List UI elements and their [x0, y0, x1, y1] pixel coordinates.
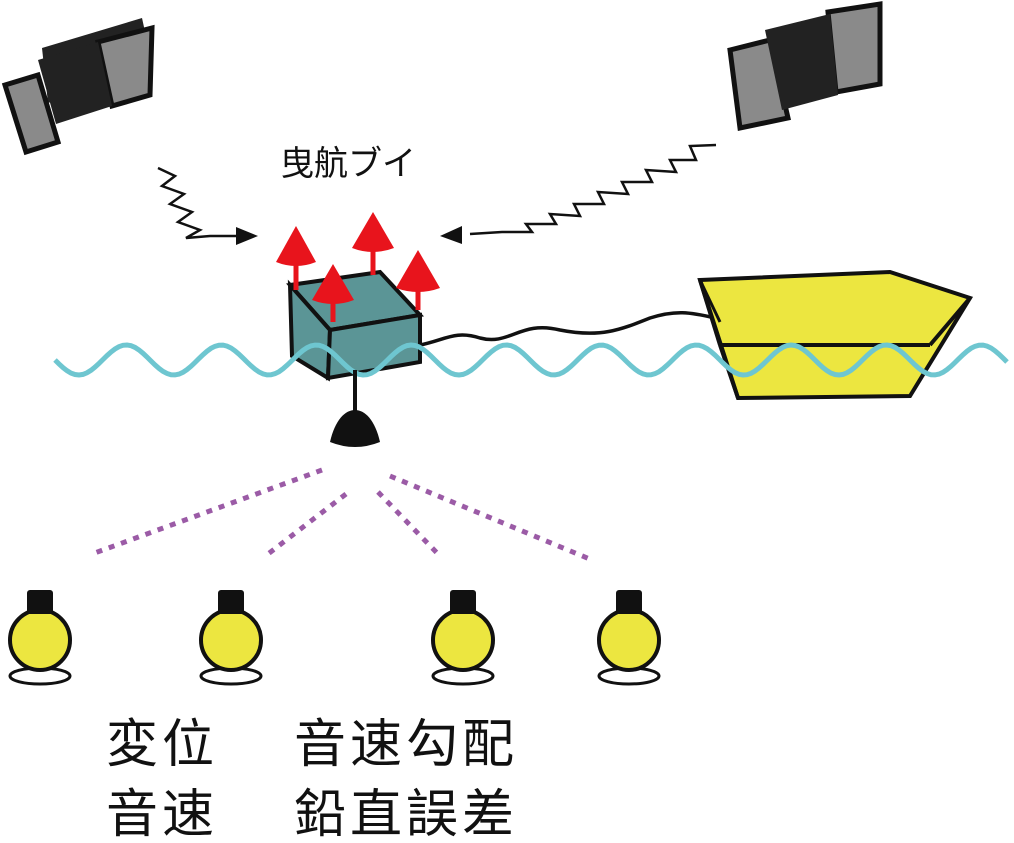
- transponder-icon: [597, 590, 661, 686]
- label-displacement: 変位: [106, 715, 218, 775]
- acoustic-path: [91, 467, 323, 557]
- left-signal-arrow: [157, 166, 258, 245]
- acoustic-path: [376, 490, 440, 556]
- acoustic-path: [266, 492, 348, 556]
- antenna-icon: [276, 226, 316, 290]
- antenna-icon: [312, 264, 354, 322]
- buoy-label: 曳航ブイ: [280, 144, 416, 184]
- transponder-icon: [199, 590, 263, 686]
- label-sound-speed: 音速: [106, 785, 218, 843]
- transducer-icon: [330, 370, 380, 447]
- right-signal-arrow: [440, 143, 717, 244]
- sea-surface-wave: [53, 342, 1009, 378]
- transponder-icon: [8, 590, 72, 686]
- acoustic-paths: [91, 467, 593, 563]
- label-vertical-error: 鉛直誤差: [294, 785, 518, 843]
- antenna-group: [276, 212, 440, 322]
- tow-boat-icon: [697, 269, 974, 401]
- acoustic-path: [389, 473, 593, 563]
- antenna-icon: [396, 250, 440, 310]
- tow-cable: [419, 310, 716, 347]
- right-satellite-icon: [727, 1, 883, 131]
- antenna-icon: [352, 212, 394, 275]
- transponder-icon: [431, 590, 495, 686]
- left-satellite-icon: [1, 18, 155, 156]
- label-sound-speed-gradient: 音速勾配: [294, 715, 518, 775]
